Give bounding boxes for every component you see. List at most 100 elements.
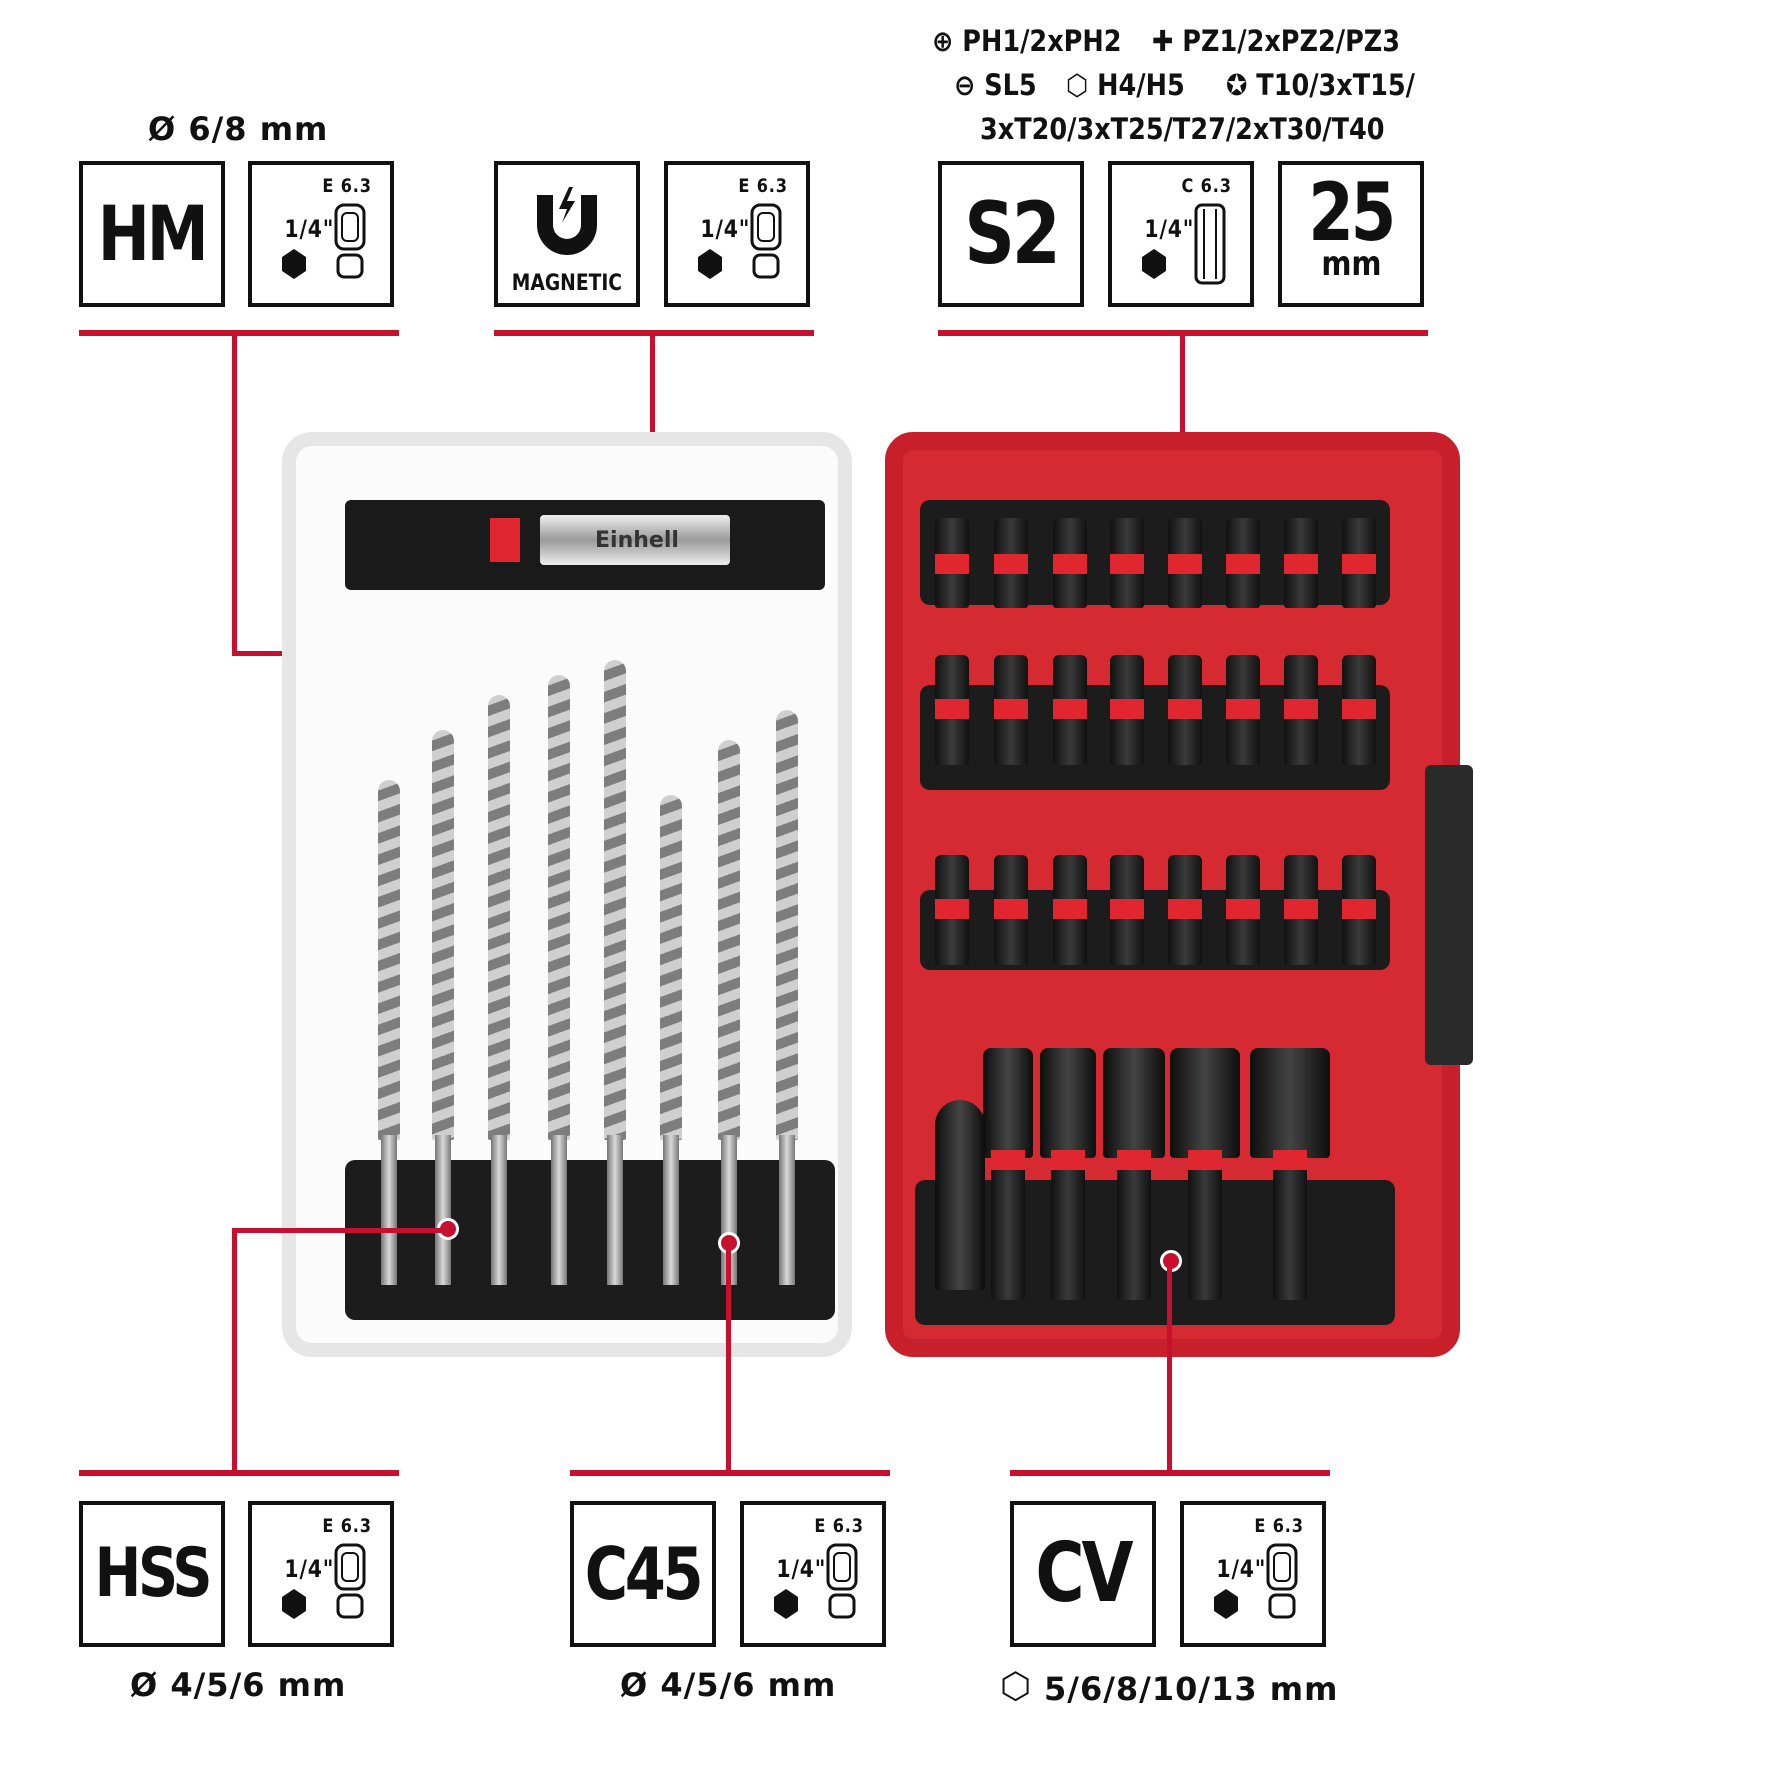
drill-bit <box>432 730 454 1140</box>
s2-shank-badge: C 6.3 1/4" <box>1108 161 1254 307</box>
c45-rule <box>570 1470 890 1476</box>
c45-shank-code: E 6.3 <box>814 1515 864 1537</box>
holder-sleeve <box>540 515 730 565</box>
length-unit: mm <box>1320 244 1382 284</box>
bit-line-h: ⬡ H4/H5 <box>1066 68 1185 102</box>
hex-shank-icon <box>1142 203 1226 285</box>
bit-band <box>1342 699 1376 719</box>
drill-bit <box>378 780 400 1140</box>
hm-material-badge: HM <box>79 161 225 307</box>
c45-leader-v <box>726 1240 731 1472</box>
length-badge: 25 mm <box>1278 161 1424 307</box>
bit-line-t-cont: 3xT20/3xT25/T27/2xT30/T40 <box>980 112 1385 146</box>
bit-band <box>1284 554 1318 574</box>
bit-band <box>935 699 969 719</box>
socket-tray <box>915 1180 1395 1325</box>
drill-shank <box>491 1135 507 1285</box>
hss-shank-code: E 6.3 <box>322 1515 372 1537</box>
hss-rule <box>79 1470 399 1476</box>
bit-band <box>1284 699 1318 719</box>
bit-band <box>991 1150 1025 1170</box>
nut-socket <box>1250 1048 1330 1158</box>
magnetic-label: MAGNETIC <box>511 271 623 296</box>
hex-shank-icon <box>282 203 366 279</box>
screwdriver-bit <box>1284 518 1318 608</box>
socket-shank <box>1273 1150 1307 1300</box>
bit-line-ph: ⊕ PH1/2xPH2 <box>932 24 1122 58</box>
screwdriver-bit <box>1110 855 1144 965</box>
countersink-bit <box>935 1100 985 1290</box>
c45-shank-size: 1/4" <box>776 1555 827 1583</box>
hm-rule <box>79 330 399 336</box>
hss-leader-v <box>232 1228 237 1472</box>
socket-shank <box>1051 1150 1085 1300</box>
drill-bit <box>488 695 510 1140</box>
bit-band <box>1117 1150 1151 1170</box>
bit-band <box>1226 699 1260 719</box>
bit-band <box>1188 1150 1222 1170</box>
bit-band <box>994 699 1028 719</box>
drill-shank <box>663 1135 679 1285</box>
s2-shank-code: C 6.3 <box>1181 175 1232 197</box>
screwdriver-bit <box>1053 518 1087 608</box>
hex-nut-icon: ⬡ <box>1000 1666 1032 1707</box>
screwdriver-bit <box>935 655 969 765</box>
drill-shank <box>435 1135 451 1285</box>
cv-shank-badge: E 6.3 1/4" <box>1180 1501 1326 1647</box>
hex-icon: ⬡ <box>1066 68 1089 102</box>
holder-shank-size: 1/4" <box>700 215 751 243</box>
hm-material-text: HM <box>98 189 209 278</box>
bit-line-t: ✪ T10/3xT15/ <box>1226 68 1415 102</box>
bit-band <box>1051 1150 1085 1170</box>
screwdriver-bit <box>1226 855 1260 965</box>
c45-size-label: Ø 4/5/6 mm <box>620 1666 837 1704</box>
bit-row-2-tray <box>920 685 1390 790</box>
screwdriver-bit <box>1168 855 1202 965</box>
screwdriver-bit <box>1342 855 1376 965</box>
bit-band <box>1053 899 1087 919</box>
hex-shank-icon <box>698 203 782 279</box>
bit-band <box>994 899 1028 919</box>
bit-band <box>1168 699 1202 719</box>
drill-bit <box>660 795 682 1140</box>
bit-band <box>1342 899 1376 919</box>
bit-band <box>1226 899 1260 919</box>
nut-socket <box>1103 1048 1165 1158</box>
screwdriver-bit <box>1053 855 1087 965</box>
hm-leader-v <box>232 330 237 656</box>
cv-material-text: CV <box>1035 1526 1134 1621</box>
cv-rule <box>1010 1470 1330 1476</box>
s2-material-badge: S2 <box>938 161 1084 307</box>
drill-bit <box>776 710 798 1140</box>
bit-band <box>935 554 969 574</box>
holder-shank-code: E 6.3 <box>738 175 788 197</box>
hm-shank-code: E 6.3 <box>322 175 372 197</box>
hex-shank-icon <box>1214 1543 1298 1619</box>
bit-row-3-tray <box>920 890 1390 970</box>
bit-band <box>1284 899 1318 919</box>
slotted-icon: ⊖ <box>954 68 976 102</box>
screwdriver-bit <box>1168 655 1202 765</box>
screwdriver-bit <box>994 518 1028 608</box>
s2-material-text: S2 <box>964 184 1061 284</box>
hex-shank-icon <box>774 1543 858 1619</box>
screwdriver-bit <box>994 655 1028 765</box>
drill-bit <box>548 675 570 1140</box>
s2-leader-v <box>1180 330 1185 522</box>
socket-shank <box>991 1150 1025 1300</box>
magnetic-badge: MAGNETIC <box>494 161 640 307</box>
hex-shank-icon <box>282 1543 366 1619</box>
s2-shank-size: 1/4" <box>1144 215 1195 243</box>
screwdriver-bit <box>1110 655 1144 765</box>
drill-shank <box>779 1135 795 1285</box>
cv-leader-v <box>1167 1260 1172 1472</box>
screwdriver-bit <box>994 855 1028 965</box>
hss-size-label: Ø 4/5/6 mm <box>130 1666 347 1704</box>
length-value: 25 <box>1308 166 1397 259</box>
bit-row-1-tray <box>920 500 1390 605</box>
socket-shank <box>1188 1150 1222 1300</box>
bit-band <box>1273 1150 1307 1170</box>
drill-tray <box>345 1160 835 1320</box>
holder-leader-v <box>650 330 655 520</box>
hss-leader-h <box>232 1228 447 1233</box>
